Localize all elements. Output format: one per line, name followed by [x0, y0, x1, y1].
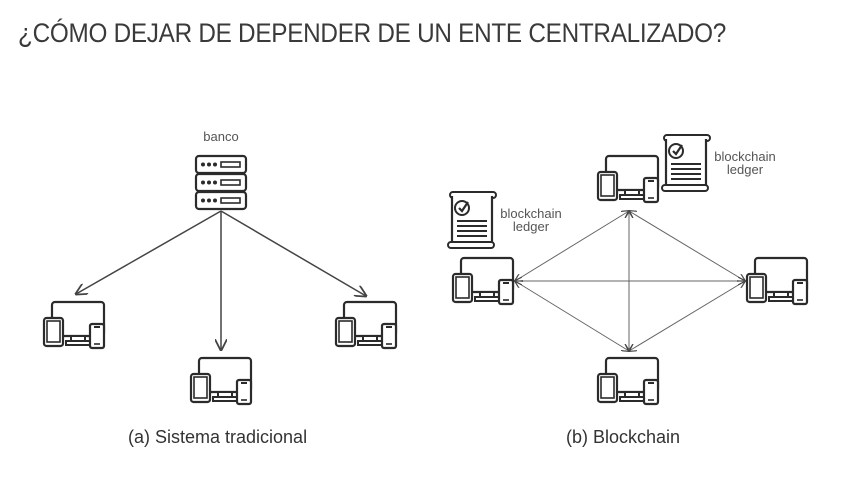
- left-connections: [76, 210, 366, 350]
- ledger-document-icon: [660, 133, 712, 193]
- caption-blockchain: (b) Blockchain: [566, 427, 681, 447]
- devices-icon: [451, 256, 515, 306]
- edge-bank-device-1: [76, 210, 222, 294]
- edge-top-right: [629, 211, 745, 281]
- ledger-label-line1: blockchain: [714, 149, 776, 164]
- devices-icon: [745, 256, 809, 306]
- edge-bottom-left: [515, 281, 629, 351]
- devices-icon: [189, 356, 253, 406]
- ledger-label-line1: blockchain: [500, 206, 562, 221]
- ledger-label-top: blockchain ledger: [709, 150, 781, 176]
- caption-traditional: (a) Sistema tradicional: [128, 427, 308, 447]
- edge-bank-device-3: [220, 210, 366, 296]
- edge-right-bottom: [629, 281, 745, 351]
- devices-icon: [42, 300, 106, 350]
- ledger-document-icon: [446, 190, 498, 250]
- edge-left-top: [515, 211, 629, 281]
- ledger-label-line2: ledger: [512, 219, 550, 234]
- page-title: ¿CÓMO DEJAR DE DEPENDER DE UN ENTE CENTR…: [18, 18, 727, 48]
- devices-icon: [596, 154, 660, 204]
- devices-icon: [334, 300, 398, 350]
- mesh-connections: [515, 211, 745, 351]
- server-rack-icon: [194, 154, 248, 211]
- ledger-label-line2: ledger: [726, 162, 764, 177]
- server-label: banco: [203, 129, 239, 144]
- ledger-label-left: blockchain ledger: [495, 207, 567, 233]
- devices-icon: [596, 356, 660, 406]
